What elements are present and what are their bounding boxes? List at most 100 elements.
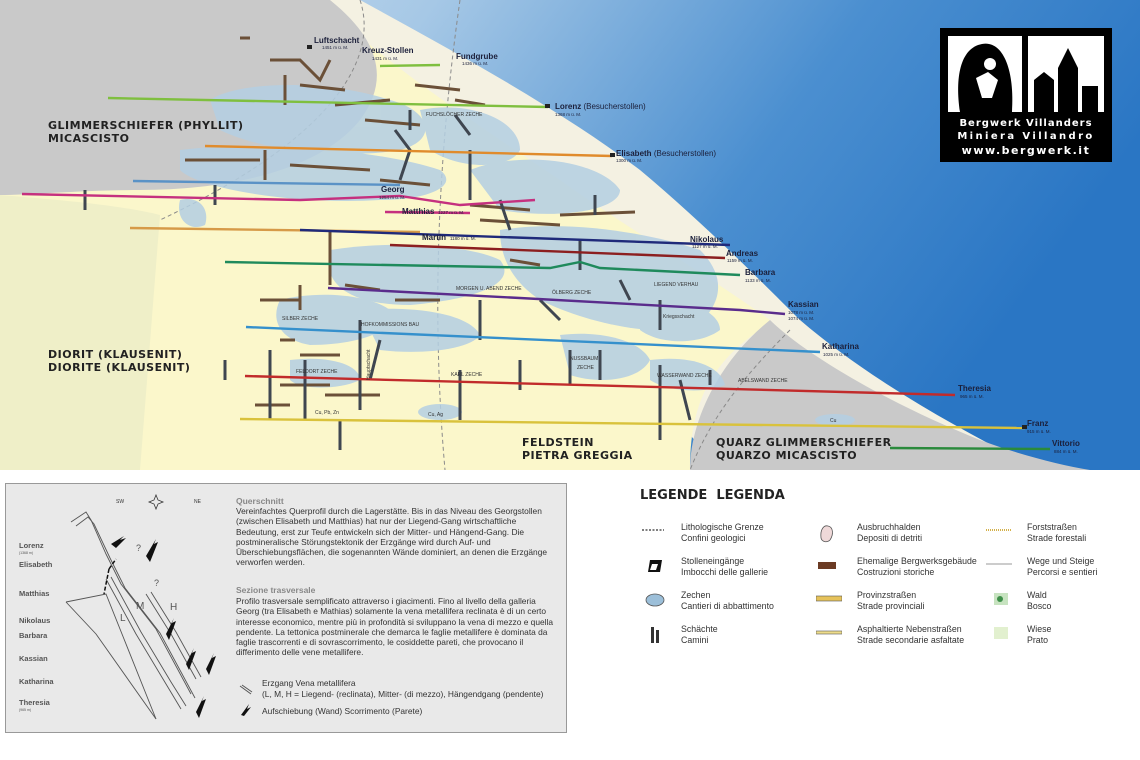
zone-label-diorit-de: DIORIT (KLAUSENIT)	[48, 348, 182, 361]
alt-kreuz: 1431 m ü. M.	[372, 56, 398, 61]
level-lorenz-alt: (1368 m)	[19, 551, 34, 555]
gallery-line-elisabeth	[204, 144, 613, 158]
label-georg: Georg	[381, 185, 405, 194]
level-nikolaus: Nikolaus	[19, 616, 51, 625]
legend-text-de: Asphaltierte Nebenstraßen	[857, 624, 962, 634]
gallery-entrance-icon	[648, 560, 662, 572]
label-lorenz: Lorenz (Besucherstollen)	[555, 102, 646, 111]
zeche-fuchsloecher: FUCHSLÖCHER ZECHE	[426, 111, 483, 118]
alt-barbara: 1133 m ü. M.	[745, 278, 771, 283]
lithology-border-3	[689, 329, 791, 470]
historic-building-icon	[818, 562, 836, 569]
gallery-line-nikolaus	[299, 228, 731, 247]
legend-text-it: Strade forestali	[1027, 533, 1087, 543]
label-franz: Franz	[1027, 419, 1048, 428]
label-elisabeth: Elisabeth (Besucherstollen)	[616, 149, 716, 158]
alt-franz: 915 m ü. M.	[1027, 429, 1051, 434]
lithology-border-2	[437, 0, 461, 470]
vein-letter-l: L	[120, 613, 126, 624]
forest-road-icon	[986, 529, 1012, 531]
zone-quarz	[690, 320, 1090, 470]
legend-text-de: Provinzstraßen	[857, 590, 917, 600]
gallery-line-lorenz	[107, 96, 549, 109]
gallery-line-theresia	[244, 374, 956, 397]
legend-text-de: Wald	[1027, 590, 1047, 600]
zone-diorit	[0, 195, 160, 470]
legend-text-de: Forststraßen	[1027, 522, 1077, 532]
key-thrust: Aufschiebung (Wand) Scorrimento (Parete)	[262, 706, 423, 716]
gallery-line-vittorio	[889, 446, 1051, 451]
vein-letter-q1: ?	[136, 543, 141, 553]
zeche-abelswand: ABELSWAND ZECHE	[738, 378, 788, 384]
level-barbara: Barbara	[19, 631, 48, 640]
alt-katharina: 1025 m ü. M.	[823, 352, 849, 357]
alt-nikolaus: 1127 m ü. M.	[692, 244, 718, 249]
alt-theresia: 965 m ü. M.	[960, 394, 984, 399]
gallery-line-matthias	[384, 210, 471, 215]
cross-body-de: Vereinfachtes Querprofil durch die Lager…	[236, 506, 548, 568]
gallery-line-luft	[132, 179, 401, 187]
legend-text-it: Cantieri di abbattimento	[681, 601, 774, 611]
zone-label-feldstein-de: FELDSTEIN	[522, 436, 594, 449]
zeche-morgen: MORGEN U. ABEND ZECHE	[456, 286, 522, 292]
zone-label-diorit-it: DIORITE (KLAUSENIT)	[48, 361, 190, 374]
legend-text-it: Depositi di detriti	[857, 533, 923, 543]
lithology-border-icon	[642, 529, 664, 531]
zeche-hofkommission: HOFKOMMISSIONS BAU	[361, 322, 419, 328]
alt-georg: 1254 m ü. M.	[379, 195, 405, 200]
level-theresia: Theresia	[19, 698, 50, 707]
label-matthias: Matthias	[402, 207, 435, 216]
gallery-line-franz	[239, 417, 1026, 430]
zeche-liegend: LIEGEND VERHAU	[654, 282, 699, 288]
label-kreuz: Kreuz-Stollen	[362, 46, 414, 55]
zone-label-quarz-de: QUARZ GLIMMERSCHIEFER	[716, 436, 892, 449]
legend-text-it: Percorsi e sentieri	[1027, 567, 1098, 577]
compass-ne: NE	[194, 499, 202, 505]
legend-text-it: Imbocchi delle gallerie	[681, 567, 769, 577]
cross-title-de: Querschnitt	[236, 496, 284, 506]
shaft-icon	[651, 627, 659, 643]
legend-text-de: Wiese	[1027, 624, 1052, 634]
legend-title: LEGENDE LEGENDA	[640, 488, 1120, 503]
alt-andreas: 1159 m ü. M.	[727, 258, 753, 263]
zone-label-feldstein-it: PIETRA GREGGIA	[522, 449, 633, 462]
zeche-cu-pb-zn: Cu, Pb, Zn	[315, 410, 339, 416]
alt-martin: 1180 m ü. M.	[450, 236, 476, 241]
level-lorenz: Lorenz	[19, 541, 44, 550]
legend-text-de: Ehemalige Bergwerksgebäude	[857, 556, 977, 566]
alt-luftschacht: 1451 m ü. M.	[322, 45, 348, 50]
lithology-border-1	[159, 0, 365, 221]
logo-emblem	[948, 36, 1104, 112]
logo-line-2: Miniera Villandro	[957, 131, 1095, 142]
label-martin: Martin	[422, 233, 446, 242]
zeche-karl: KARL ZECHE	[451, 372, 483, 378]
gallery-line-katharina	[245, 325, 821, 354]
compass-sw: SW	[116, 499, 124, 505]
level-matthias: Matthias	[19, 589, 50, 598]
legend-text-it: Confini geologici	[681, 533, 746, 543]
alt-fundgrube: 1436 m ü. M.	[462, 61, 488, 66]
alt-kassian: 1078 m ü. M.	[788, 310, 814, 315]
cross-body-it: Profilo trasversale semplificato attrave…	[236, 596, 554, 658]
gallery-line-georg	[21, 192, 536, 207]
label-katharina: Katharina	[822, 342, 859, 351]
key-vein-line-2: (L, M, H = Liegend- (reclinata), Mitter-…	[262, 689, 544, 699]
alt-elisabeth: 1300 m ü. M.	[616, 158, 642, 163]
forest-icon	[994, 593, 1008, 605]
gallery-line-andreas	[389, 243, 726, 260]
cross-title-it: Sezione trasversale	[236, 585, 316, 595]
legend-text-it: Camini	[681, 635, 709, 645]
alt-vittorio: 884 m ü. M.	[1054, 449, 1078, 454]
label-luftschacht: Luftschacht	[314, 36, 360, 45]
meadow-icon	[994, 627, 1008, 639]
zeche-kriegsschacht: Kriegsschacht	[663, 314, 695, 320]
vein-lines	[65, 511, 202, 720]
label-vittorio: Vittorio	[1052, 439, 1080, 448]
zone-label-quarz-it: QUARZO MICASCISTO	[716, 449, 857, 462]
gallery-lines	[21, 63, 1051, 451]
zeche-hauptschacht: Hauptschacht	[366, 349, 372, 380]
label-kassian: Kassian	[788, 300, 819, 309]
paved-road-icon	[816, 630, 842, 635]
fault-dashed	[103, 558, 117, 595]
